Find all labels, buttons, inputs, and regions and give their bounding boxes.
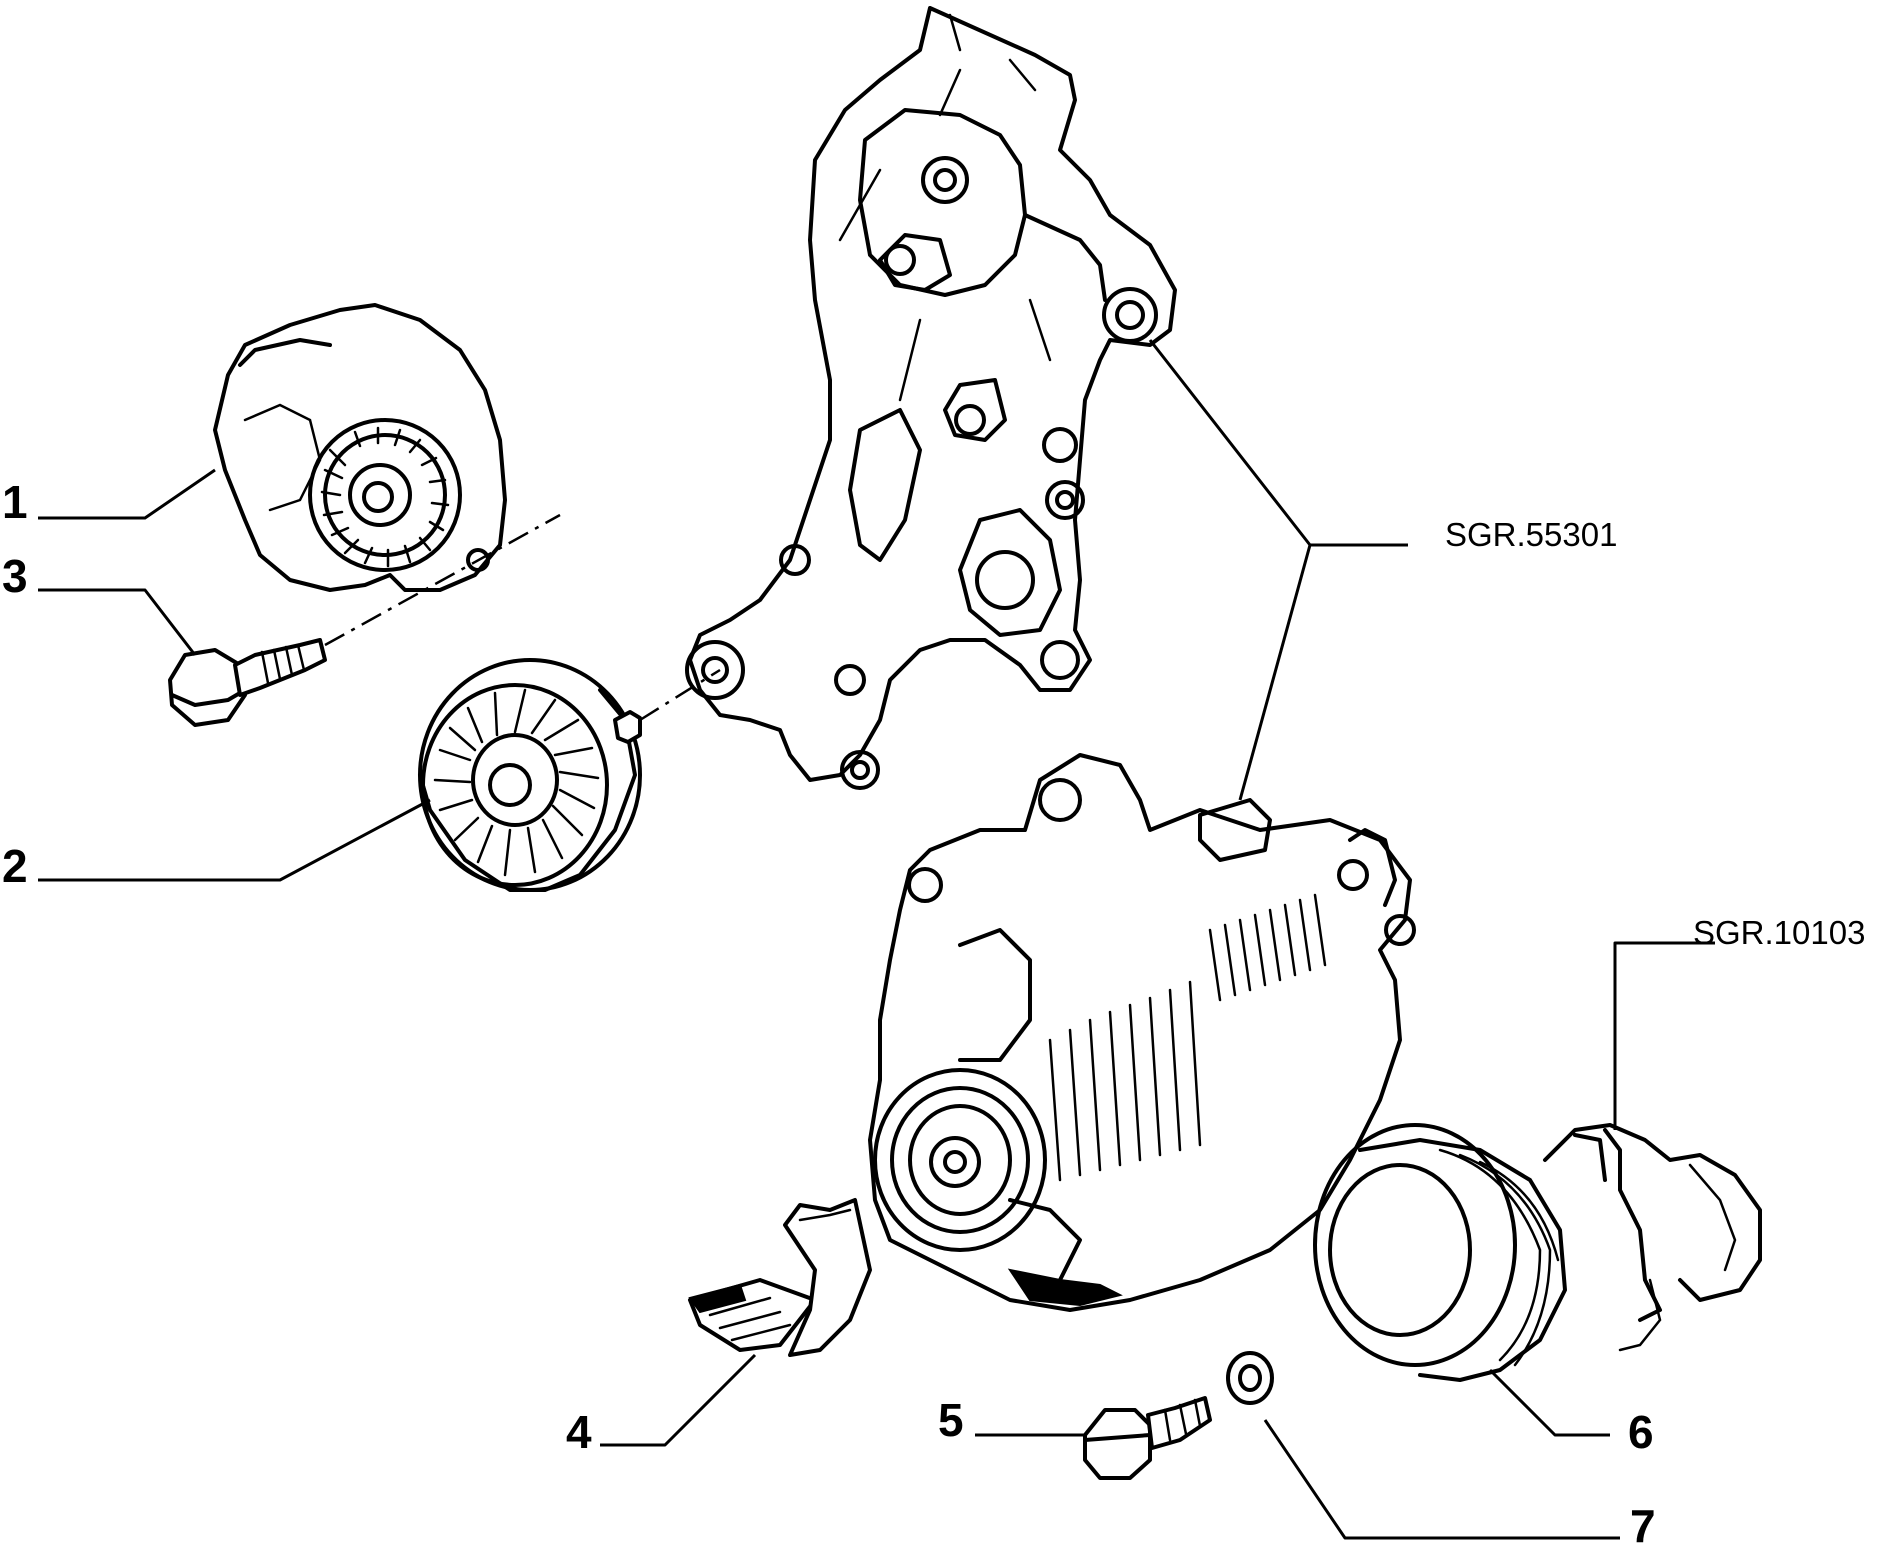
pulley-bolt	[1083, 1396, 1212, 1480]
idler-pulley	[418, 658, 642, 892]
pulley-cover	[1543, 1123, 1762, 1352]
mounting-bracket	[685, 6, 1177, 790]
reference-sgr-55301: SGR.55301	[1445, 516, 1617, 553]
label-3: 3	[2, 550, 28, 602]
alternator-pulley	[1313, 1123, 1567, 1382]
label-4: 4	[566, 1406, 592, 1458]
poly-v-belt	[688, 1198, 872, 1357]
label-2: 2	[2, 840, 28, 892]
tensioner-bolt	[168, 638, 327, 727]
label-5: 5	[938, 1394, 964, 1446]
reference-sgr-10103: SGR.10103	[1693, 914, 1865, 951]
label-7: 7	[1630, 1500, 1656, 1545]
leader-lines	[38, 339, 1715, 1540]
label-6: 6	[1628, 1406, 1654, 1458]
label-1: 1	[2, 476, 28, 528]
alternator	[868, 753, 1416, 1312]
belt-tensioner-assembly	[213, 303, 507, 592]
washer	[1226, 1351, 1274, 1405]
